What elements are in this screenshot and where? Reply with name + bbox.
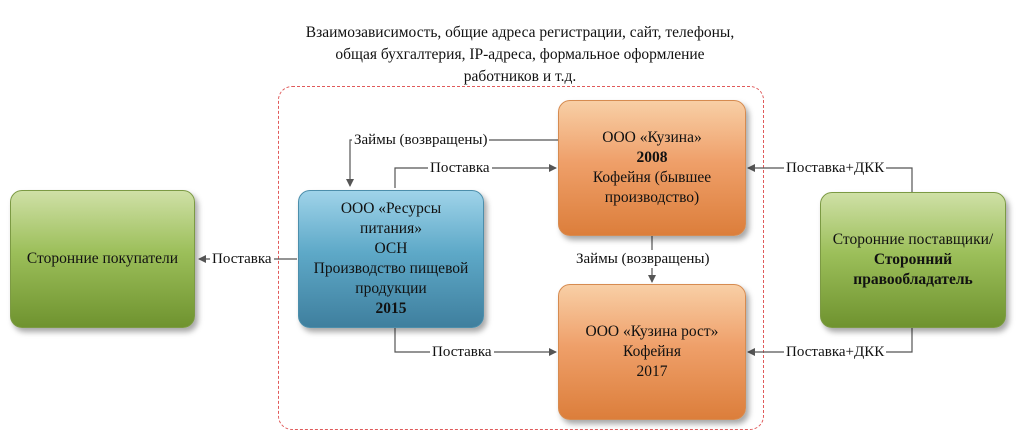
node-kuzina-rost-line-2: Кофейня: [623, 343, 681, 360]
node-buyers-line-1: Сторонние покупатели: [26, 250, 179, 267]
node-kuzina-rost-line-1: ООО «Кузина рост»: [585, 323, 719, 340]
edge-supply-resources-kuzina: [394, 164, 557, 188]
label-supply-dkk-kuzina: Поставка+ДКК: [784, 159, 887, 177]
node-third-party-suppliers: Сторонние поставщики/ Сторонний правообл…: [820, 192, 1006, 328]
node-kuzina-line-3: Кофейня (бывшее: [592, 169, 712, 186]
label-loans-top: Займы (возвращены): [352, 131, 490, 149]
label-supply-resources-kuzina: Поставка: [428, 159, 492, 177]
label-loans-middle: Займы (возвращены): [574, 250, 712, 268]
node-kuzina: ООО «Кузина» 2008 Кофейня (бывшее произв…: [558, 100, 746, 236]
node-kuzina-rost: ООО «Кузина рост» Кофейня 2017: [558, 284, 746, 420]
node-resources-line-4: Производство пищевой: [313, 260, 469, 277]
node-kuzina-year: 2008: [636, 149, 668, 166]
node-kuzina-rost-year: 2017: [636, 363, 668, 380]
top-note-line-2: общая бухгалтерия, IP-адреса, формальное…: [335, 46, 705, 63]
node-third-party-buyers: Сторонние покупатели: [10, 190, 195, 328]
top-note: Взаимозависимость, общие адреса регистра…: [270, 22, 770, 88]
label-supply-resources-rost: Поставка: [430, 343, 494, 361]
node-suppliers-line-3: правообладатель: [853, 271, 973, 288]
node-resources-year: 2015: [375, 300, 407, 317]
node-resources-line-1: ООО «Ресурсы: [340, 200, 442, 217]
label-supply-to-buyers: Поставка: [210, 250, 274, 268]
node-kuzina-line-4: производство): [604, 189, 700, 206]
node-suppliers-line-1: Сторонние поставщики/: [832, 231, 994, 248]
edge-supply-resources-rost: [394, 328, 557, 356]
top-note-line-3: работников и т.д.: [463, 68, 577, 85]
label-supply-dkk-rost: Поставка+ДКК: [784, 343, 887, 361]
node-resources-line-2: питания»: [360, 220, 422, 237]
interdependence-frame: [278, 86, 764, 430]
top-note-line-1: Взаимозависимость, общие адреса регистра…: [305, 24, 735, 41]
node-resources-pitaniya: ООО «Ресурсы питания» ОСН Производство п…: [298, 190, 484, 328]
node-resources-line-5: продукции: [355, 280, 427, 297]
node-resources-line-3: ОСН: [374, 240, 408, 257]
node-suppliers-line-2: Сторонний: [873, 251, 953, 268]
node-kuzina-line-1: ООО «Кузина»: [602, 129, 702, 146]
